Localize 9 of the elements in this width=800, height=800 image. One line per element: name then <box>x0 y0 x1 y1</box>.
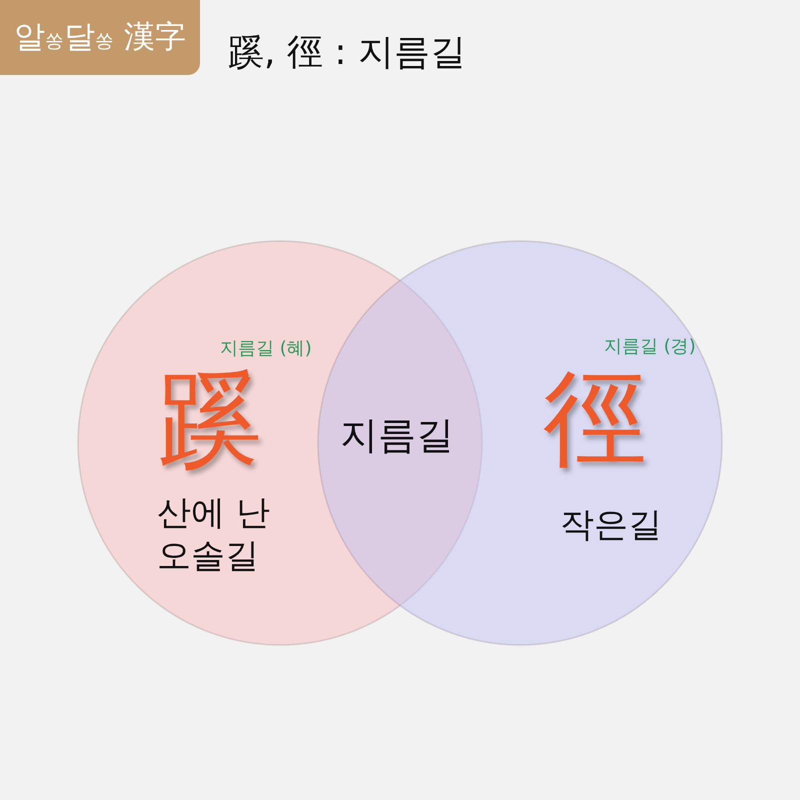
venn-circle <box>317 240 723 646</box>
title: 蹊, 徑 : 지름길 <box>228 31 466 75</box>
hanja-character: 徑 <box>543 368 647 472</box>
meaning-text: 산에 난 오솔길 <box>157 492 271 577</box>
hanja-character: 蹊 <box>158 368 262 472</box>
meaning-text: 작은길 <box>560 504 662 546</box>
overlap-text: 지름길 <box>340 412 454 459</box>
pronunciation-label: 지름길 (혜) <box>220 338 312 360</box>
pronunciation-label: 지름길 (경) <box>604 336 696 358</box>
